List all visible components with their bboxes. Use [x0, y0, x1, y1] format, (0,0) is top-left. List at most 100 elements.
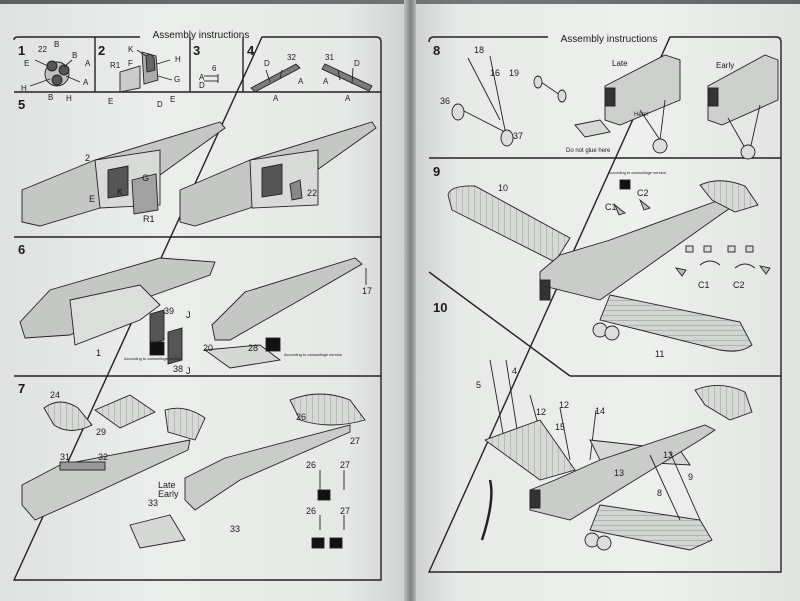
- label-32: 32: [287, 53, 296, 62]
- label-22: 22: [307, 188, 317, 198]
- label-D: D: [264, 59, 270, 68]
- step-1-drawing: [29, 59, 81, 87]
- label-A: A: [85, 59, 91, 68]
- label-26: 26: [306, 506, 316, 516]
- label-24: 24: [50, 390, 60, 400]
- label-H: H: [21, 84, 27, 93]
- label-27: 27: [340, 506, 350, 516]
- label-J: J: [186, 310, 191, 320]
- label-early: Early: [716, 61, 734, 70]
- label-27: 27: [350, 436, 360, 446]
- label-20: 20: [203, 343, 213, 353]
- step-5-drawing: [21, 121, 377, 227]
- label-15: 15: [555, 422, 565, 432]
- label-18: 18: [474, 45, 484, 55]
- left-frame: [12, 36, 382, 581]
- step-9-drawing: [447, 179, 771, 352]
- label-26: 26: [306, 460, 316, 470]
- label-G: G: [142, 173, 149, 183]
- label-D: D: [199, 81, 205, 90]
- label-37: 37: [513, 131, 523, 141]
- label-12: 12: [559, 400, 569, 410]
- label-8: 8: [657, 488, 662, 498]
- label-K: K: [117, 187, 123, 197]
- label-12: 12: [536, 407, 546, 417]
- label-36: 36: [440, 96, 450, 106]
- step-10-number: 10: [433, 300, 447, 315]
- step-2-number: 2: [98, 43, 105, 58]
- label-early: Early: [158, 489, 179, 499]
- label-28: 28: [248, 343, 258, 353]
- label-A: A: [345, 94, 351, 103]
- label-E: E: [89, 194, 95, 204]
- label-A: A: [323, 77, 329, 86]
- camouflage-note: According to camouflage version: [284, 352, 342, 357]
- label-22: 22: [38, 45, 47, 54]
- label-17: 17: [362, 286, 372, 296]
- label-39: 39: [164, 306, 174, 316]
- label-A: A: [273, 94, 279, 103]
- label-27: 27: [340, 460, 350, 470]
- label-31: 31: [60, 452, 70, 462]
- step-1-number: 1: [18, 43, 25, 58]
- right-page-header: Assembly instructions: [561, 34, 658, 45]
- label-10: 10: [498, 183, 508, 193]
- label-C2: C2: [733, 280, 745, 290]
- label-K: K: [128, 45, 134, 54]
- step-7-drawing: [21, 393, 366, 549]
- label-do-not-glue: Do not glue here: [566, 148, 611, 154]
- label-E: E: [170, 95, 175, 104]
- label-1: 1: [96, 348, 101, 358]
- label-29: 29: [96, 427, 106, 437]
- label-13: 13: [663, 450, 673, 460]
- step-10-drawing: [480, 359, 753, 551]
- step-5-number: 5: [18, 97, 25, 112]
- label-33: 33: [148, 498, 158, 508]
- label-16: 16: [490, 68, 500, 78]
- label-E: E: [24, 59, 29, 68]
- label-6: 6: [212, 64, 217, 73]
- label-13: 13: [614, 468, 624, 478]
- label-2: 2: [85, 153, 90, 163]
- label-38: 38: [173, 364, 183, 374]
- label-33: 33: [230, 524, 240, 534]
- label-5: 5: [476, 380, 481, 390]
- label-J: J: [186, 366, 191, 376]
- label-B: B: [54, 40, 59, 49]
- label-C1: C1: [698, 280, 710, 290]
- label-D: D: [157, 100, 163, 109]
- step-6-number: 6: [18, 242, 25, 257]
- label-A: A: [199, 73, 205, 82]
- label-9: 9: [688, 472, 693, 482]
- label-31: 31: [325, 53, 334, 62]
- label-C2: C2: [637, 188, 649, 198]
- step-7-number: 7: [18, 381, 25, 396]
- label-H: H: [175, 55, 181, 64]
- step-3-number: 3: [193, 43, 200, 58]
- label-11: 11: [655, 349, 664, 359]
- label-26: 26: [296, 412, 306, 422]
- camouflage-note: According to camouflage version: [608, 170, 666, 175]
- label-A: A: [298, 77, 304, 86]
- right-frame: [427, 36, 782, 573]
- label-14: 14: [595, 406, 605, 416]
- camouflage-note: According to camouflage version: [124, 356, 182, 361]
- label-A: A: [83, 78, 89, 87]
- step-2-drawing: [119, 49, 173, 93]
- booklet-spine: [404, 0, 416, 601]
- step-6-drawing: [19, 257, 367, 369]
- label-C1: C1: [605, 202, 617, 212]
- label-B: B: [72, 51, 77, 60]
- label-G: G: [174, 75, 180, 84]
- label-19: 19: [509, 68, 519, 78]
- step-9-number: 9: [433, 164, 440, 179]
- label-R1: R1: [110, 61, 121, 70]
- step-4-number: 4: [247, 43, 255, 58]
- label-E: E: [108, 97, 113, 106]
- label-R1: R1: [143, 214, 155, 224]
- label-32: 32: [98, 452, 108, 462]
- step-8-number: 8: [433, 43, 440, 58]
- step-4-drawing: [250, 63, 373, 93]
